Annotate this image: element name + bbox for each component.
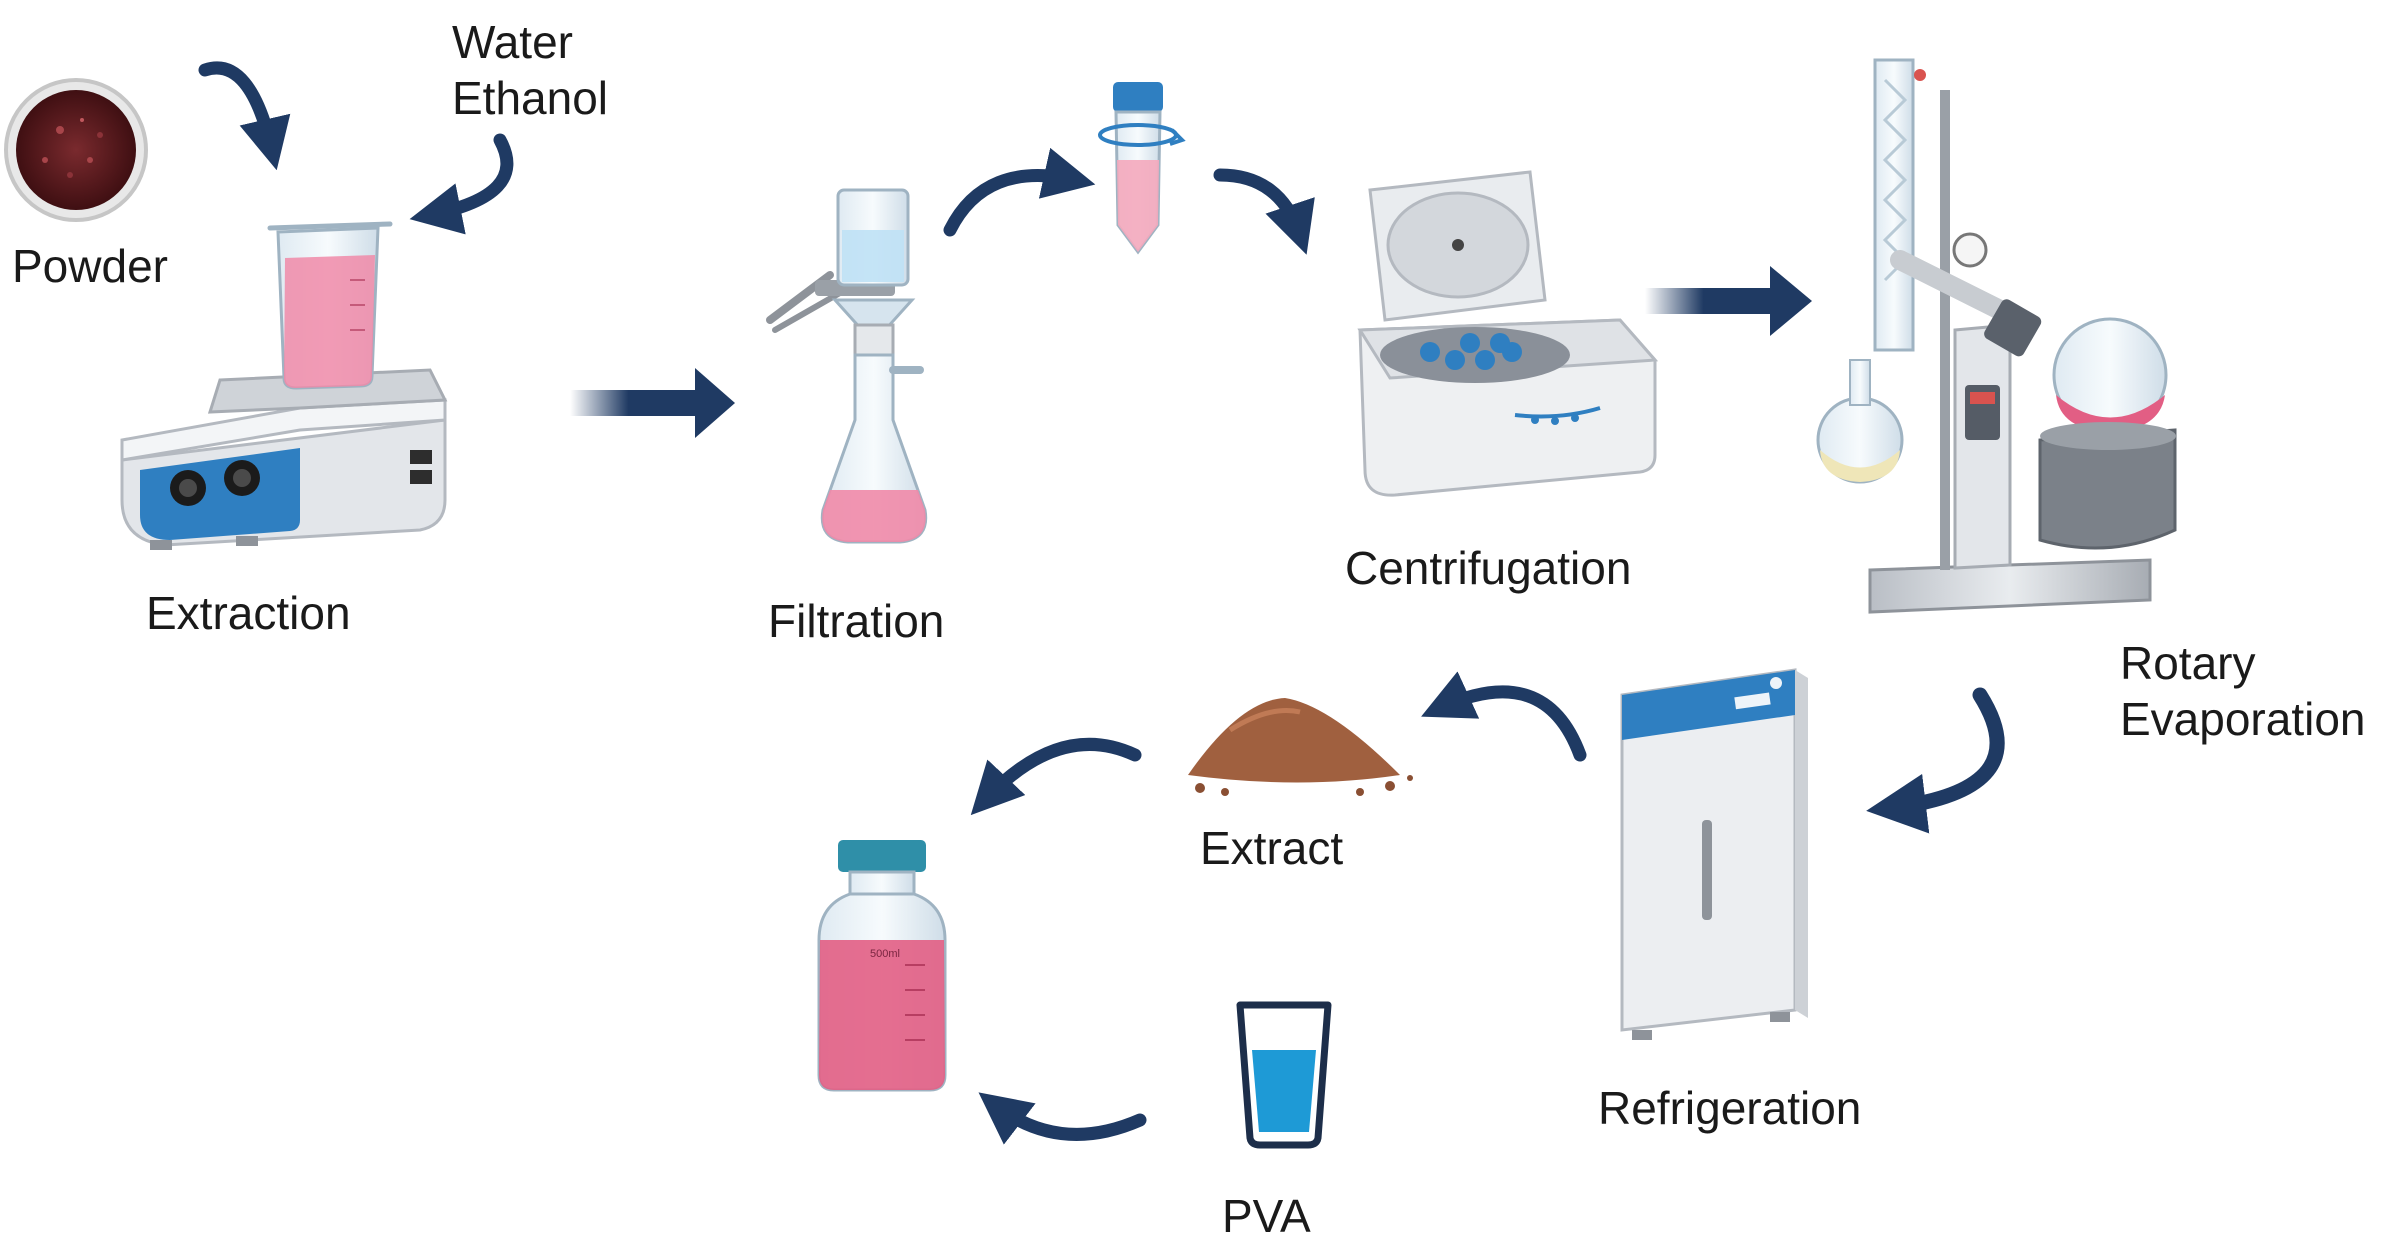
label-water: Water: [452, 16, 573, 68]
curved-arrow-tube-to-centrifuge: [1213, 168, 1315, 255]
refrigerator-icon: [1620, 668, 1808, 1040]
curved-arrow-pva-to-bottle: [978, 1092, 1147, 1145]
label-evaporation: Evaporation: [2120, 693, 2366, 746]
label-rotary-evaporation: Rotary Evaporation: [2120, 635, 2366, 747]
label-rotary: Rotary: [2120, 637, 2256, 689]
curved-arrow-filtration-to-tube: [943, 147, 1096, 237]
label-centrifugation: Centrifugation: [1345, 542, 1632, 594]
label-filtration: Filtration: [768, 595, 945, 647]
curved-arrow-solvent-to-beaker: [409, 133, 514, 235]
hot-plate-stirrer-icon: [120, 368, 448, 550]
powder-dish-icon: [4, 78, 148, 222]
bottle-volume-mark: 500ml: [870, 948, 900, 960]
beaker-pink-icon: [267, 221, 393, 390]
label-refrigeration: Refrigeration: [1598, 1082, 1862, 1134]
curved-arrow-extract-to-bottle: [970, 737, 1142, 816]
label-pva: PVA: [1222, 1190, 1311, 1242]
centrifuge-machine-icon: [1357, 170, 1659, 497]
curved-arrow-rotary-to-refrigeration: [1866, 687, 2005, 834]
label-solvent: Water Ethanol: [452, 14, 608, 126]
label-extraction: Extraction: [146, 587, 351, 639]
label-powder: Powder: [12, 240, 168, 292]
rotary-evaporator-icon: [1816, 58, 2177, 614]
arrow-extraction-to-filtration: [570, 368, 735, 438]
filtration-flask-icon: [766, 188, 928, 544]
curved-arrow-powder-to-beaker: [198, 61, 291, 171]
label-extract: Extract: [1200, 822, 1344, 874]
extract-powder-pile-icon: [1188, 698, 1413, 796]
curved-arrow-refrigeration-to-extract: [1421, 671, 1587, 762]
pva-glass-icon: [1236, 1001, 1332, 1149]
label-ethanol: Ethanol: [452, 72, 609, 125]
media-bottle-icon: 500ml: [817, 840, 947, 1092]
centrifuge-tube-icon: [1098, 82, 1186, 255]
arrow-centrifugation-to-rotary: [1645, 266, 1812, 336]
